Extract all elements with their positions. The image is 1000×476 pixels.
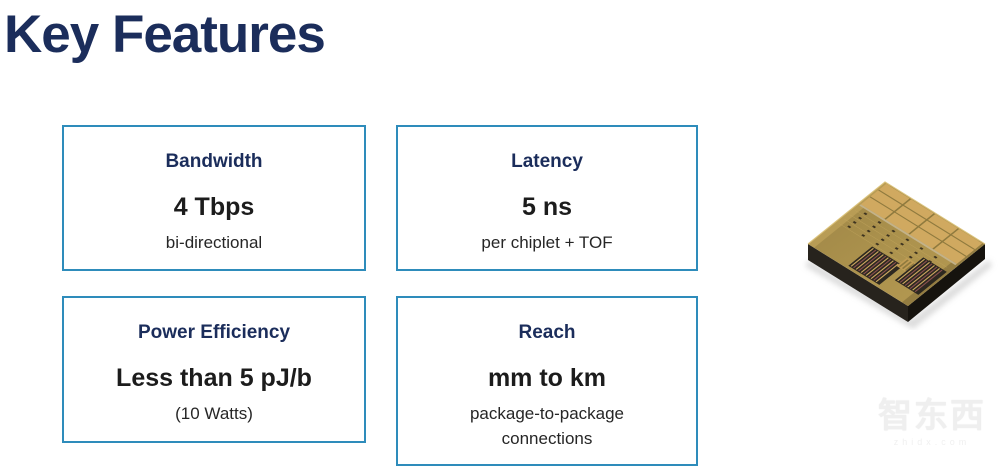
watermark-logo-text: 智东西 — [878, 397, 986, 435]
feature-heading: Latency — [511, 151, 583, 172]
feature-detail: (10 Watts) — [175, 404, 253, 423]
feature-heading: Power Efficiency — [137, 322, 291, 343]
feature-card-reach: Reach mm to km package-to-package connec… — [396, 296, 698, 466]
feature-heading: Reach — [518, 322, 576, 343]
feature-heading: Bandwidth — [165, 151, 263, 172]
feature-card-latency: Latency 5 ns per chiplet + TOF — [396, 125, 698, 271]
chip-side-right — [908, 244, 985, 322]
feature-card-bandwidth: Bandwidth 4 Tbps bi-directional — [62, 125, 366, 271]
chip-side-left — [808, 244, 908, 322]
feature-value: 5 ns — [521, 193, 573, 221]
chiplet-die-illustration — [805, 181, 992, 329]
watermark-url-text: zhidx.com — [893, 437, 971, 448]
feature-value: mm to km — [487, 364, 607, 392]
chip-edge-highlight — [807, 181, 986, 245]
feature-detail: per chiplet + TOF — [481, 233, 613, 252]
page-title: Key Features — [4, 5, 326, 64]
feature-detail: bi-directional — [165, 233, 263, 252]
chiplet-die-image — [793, 166, 1000, 330]
feature-detail: package-to-package connections — [469, 404, 625, 448]
watermark: 智东西 zhidx.com — [870, 397, 994, 448]
feature-value: 4 Tbps — [173, 193, 255, 221]
feature-value: Less than 5 pJ/b — [116, 364, 312, 392]
feature-card-power-efficiency: Power Efficiency Less than 5 pJ/b (10 Wa… — [62, 296, 366, 443]
